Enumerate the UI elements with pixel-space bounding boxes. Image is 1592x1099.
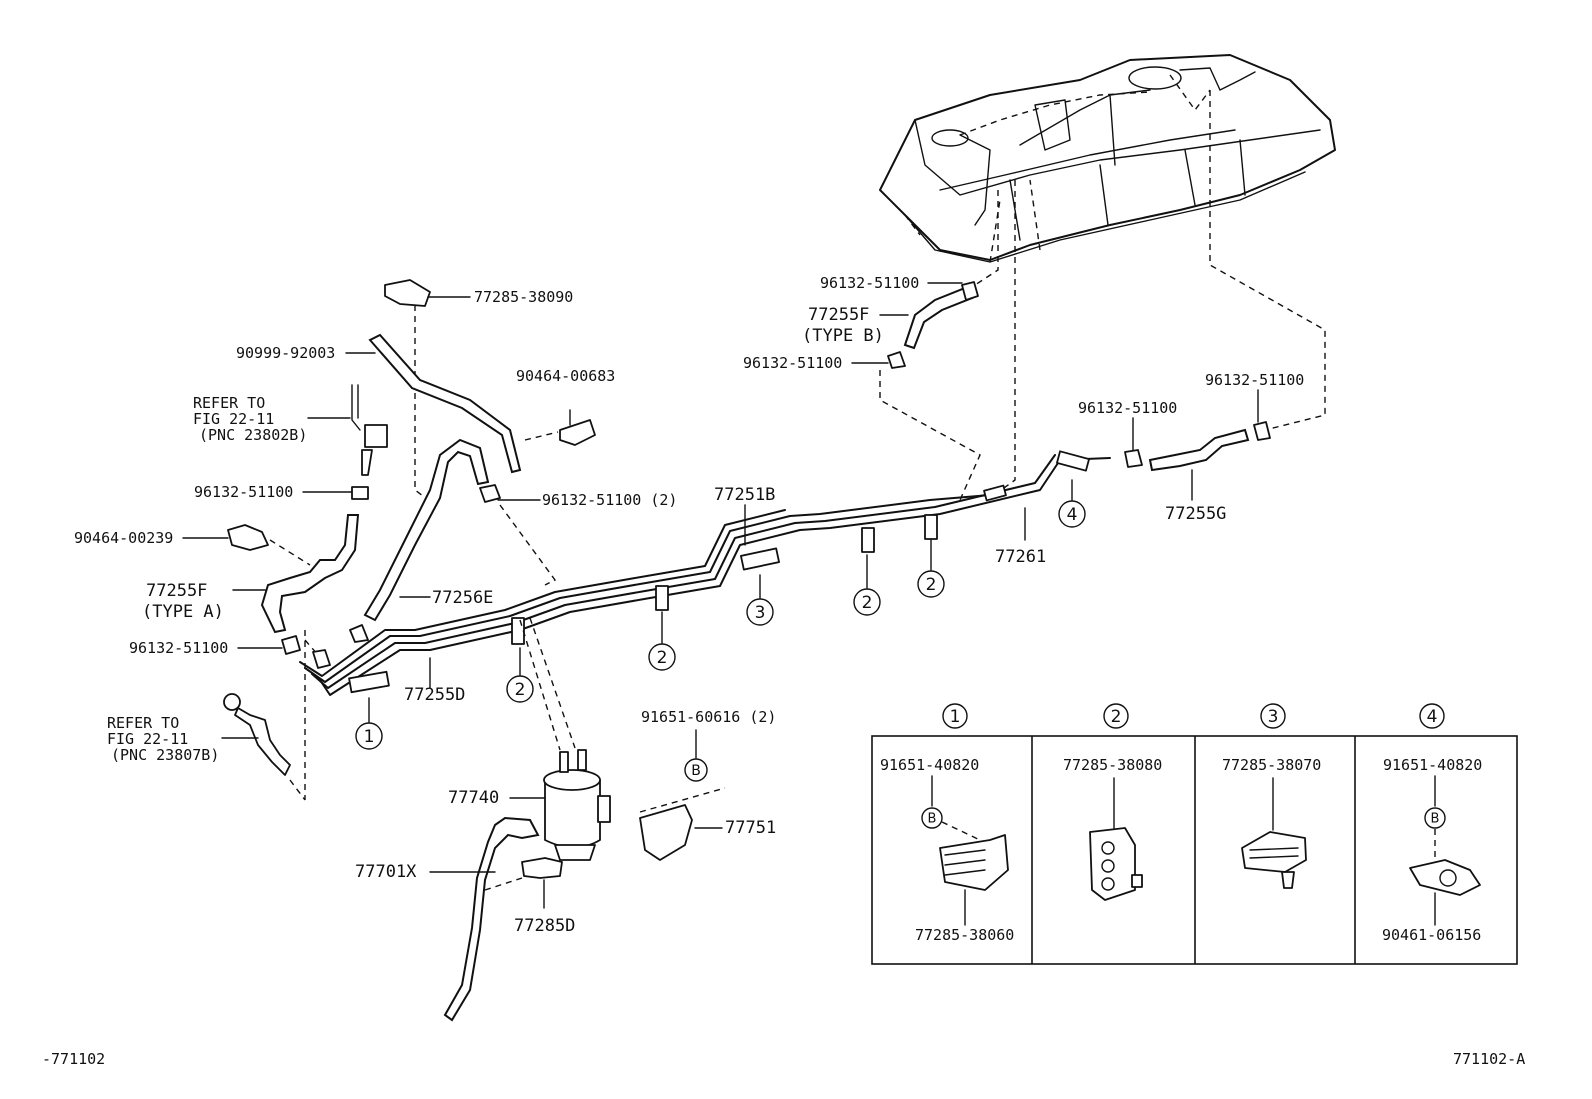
label-90464-00239: 90464-00239 xyxy=(74,529,173,547)
panel-4-number: 4 xyxy=(1427,707,1438,727)
callout-1: 1 xyxy=(364,727,375,747)
label-90999-92003: 90999-92003 xyxy=(236,344,335,362)
callout-3: 3 xyxy=(755,603,766,623)
label-77256e: 77256E xyxy=(432,588,493,608)
clip-77285-38070 xyxy=(1241,831,1307,873)
fuel-tank xyxy=(879,54,1336,263)
connector-23807b xyxy=(223,693,291,776)
hose-77701x xyxy=(443,816,540,1022)
label-refer-a-1: REFER TO xyxy=(193,394,265,412)
leader-lines xyxy=(182,282,1259,909)
label-refer-b-1: REFER TO xyxy=(107,714,179,732)
label-96132-51100-a: 96132-51100 xyxy=(194,483,293,501)
panel-1-ref: B xyxy=(928,812,937,827)
label-77255d: 77255D xyxy=(404,685,465,705)
clamp-96132-51100-b xyxy=(281,635,301,655)
label-77251b: 77251B xyxy=(714,485,775,505)
clamp-96132-51100-f xyxy=(1253,421,1271,441)
hose-77256e xyxy=(363,438,490,622)
callout-2-b: 2 xyxy=(657,648,668,668)
clip-77285-38090 xyxy=(384,279,431,307)
callout-2-d: 2 xyxy=(926,575,937,595)
label-96132-51100-d: 96132-51100 xyxy=(743,354,842,372)
hose-77255g xyxy=(1148,428,1250,472)
label-77285-38090: 77285-38090 xyxy=(474,288,573,306)
detail-panels: 1 2 3 4 91651-40820 B 77285-38060 77285-… xyxy=(871,703,1518,965)
hose-77255f-type-b xyxy=(903,286,974,350)
callout-2-a: 2 xyxy=(515,680,526,700)
clamp-96132-51100-2 xyxy=(479,484,501,503)
label-96132-51100-f: 96132-51100 xyxy=(1205,371,1304,389)
clamp-96132-51100-e xyxy=(1124,449,1143,468)
clip-90464-00683 xyxy=(559,419,596,446)
clamp-96132-51100-c xyxy=(961,281,979,301)
label-77751: 77751 xyxy=(725,818,776,838)
label-77285d: 77285D xyxy=(514,916,575,936)
label-91651-60616: 91651-60616 (2) xyxy=(641,708,776,726)
panel-3-top-part: 77285-38070 xyxy=(1222,756,1321,774)
panel-1-bottom-part: 77285-38060 xyxy=(915,926,1014,944)
hose-90999-92003 xyxy=(368,333,522,474)
clip-77285-38080 xyxy=(1089,827,1136,901)
panel-4-ref: B xyxy=(1431,812,1440,827)
label-type-b: (TYPE B) xyxy=(802,326,884,346)
part-labels: 77285-38090 90999-92003 90464-00683 REFE… xyxy=(74,274,1304,936)
clip-90461-06156 xyxy=(1409,859,1481,896)
label-96132-51100-c: 96132-51100 xyxy=(820,274,919,292)
callout-2-c: 2 xyxy=(862,593,873,613)
label-77740: 77740 xyxy=(448,788,499,808)
label-90464-00683: 90464-00683 xyxy=(516,367,615,385)
panel-4-top-part: 91651-40820 xyxy=(1383,756,1482,774)
panel-3-number: 3 xyxy=(1268,707,1279,727)
panel-1-top-part: 91651-40820 xyxy=(880,756,979,774)
panel-4-bottom-part: 90461-06156 xyxy=(1382,926,1481,944)
panel-2-top-part: 77285-38080 xyxy=(1063,756,1162,774)
clamp-96132-51100-a xyxy=(351,486,369,500)
charcoal-canister-77740 xyxy=(543,749,611,861)
callout-b-main: B xyxy=(691,763,701,779)
label-96132-51100-2: 96132-51100 (2) xyxy=(542,491,677,509)
clamp-96132-51100-d xyxy=(887,351,906,369)
label-refer-a-3: (PNC 23802B) xyxy=(199,426,307,444)
label-refer-a-2: FIG 22-11 xyxy=(193,410,274,428)
callout-4: 4 xyxy=(1067,505,1078,525)
footer-right-code: 771102-A xyxy=(1453,1050,1525,1068)
bracket-77751 xyxy=(639,804,693,861)
panel-2-number: 2 xyxy=(1111,707,1122,727)
label-77701x: 77701X xyxy=(355,862,417,882)
label-refer-b-3: (PNC 23807B) xyxy=(111,746,219,764)
panel-1-number: 1 xyxy=(950,707,961,727)
label-77261: 77261 xyxy=(995,547,1046,567)
label-77255g: 77255G xyxy=(1165,504,1226,524)
clip-90464-00239 xyxy=(227,524,269,551)
clip-77285-38060 xyxy=(939,834,1009,891)
label-refer-b-2: FIG 22-11 xyxy=(107,730,188,748)
hose-77255f-type-a xyxy=(260,514,360,634)
clip-77285d xyxy=(521,857,563,879)
label-77255f-b: 77255F xyxy=(808,305,869,325)
fuel-line-bundle xyxy=(299,450,1111,696)
label-type-a: (TYPE A) xyxy=(142,602,224,622)
label-96132-51100-e: 96132-51100 xyxy=(1078,399,1177,417)
label-96132-51100-b: 96132-51100 xyxy=(129,639,228,657)
label-77255f-a: 77255F xyxy=(146,581,207,601)
callout-circles: 1 2 2 3 2 2 4 B xyxy=(355,500,1086,782)
footer-left-code: -771102 xyxy=(42,1050,105,1068)
pipe-fitting-23802b xyxy=(351,384,388,476)
